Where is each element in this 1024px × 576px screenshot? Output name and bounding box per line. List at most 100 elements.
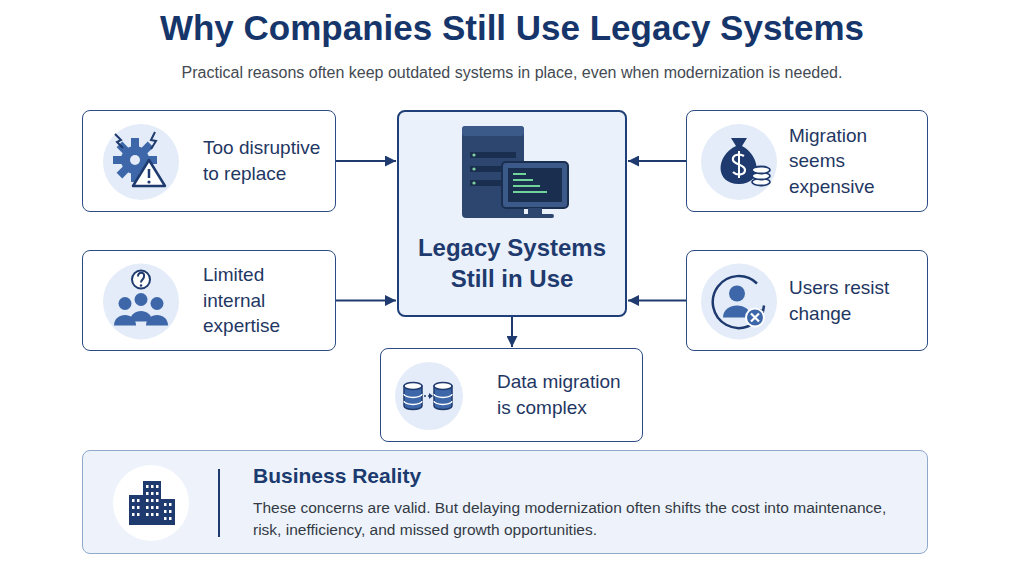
city-icon-part bbox=[129, 481, 175, 525]
text-holder: Business RealityThese concerns are valid… bbox=[253, 451, 903, 553]
people-icon-part bbox=[114, 271, 168, 326]
city-icon-part bbox=[151, 499, 154, 502]
server-icon-part bbox=[472, 153, 475, 156]
server-icon-part bbox=[513, 191, 547, 193]
server-icon-part bbox=[513, 185, 540, 187]
user-icon-part bbox=[751, 314, 759, 322]
city-icon-part bbox=[151, 506, 154, 509]
city-icon-part bbox=[146, 513, 149, 516]
city-icon-part bbox=[146, 506, 149, 509]
user-icon-part bbox=[713, 276, 763, 328]
text-holder: Legacy Systems Still in Use bbox=[409, 232, 615, 307]
city-icon-part bbox=[129, 495, 143, 525]
text-holder: Migration seems expensive bbox=[789, 111, 919, 211]
server-icon-part bbox=[528, 208, 542, 214]
gear-icon bbox=[83, 111, 335, 211]
box-label: Too disruptive to replace bbox=[203, 135, 325, 186]
server-icon-part bbox=[470, 152, 516, 158]
box-body: These concerns are valid. But delaying m… bbox=[253, 497, 903, 542]
money-icon-part bbox=[738, 151, 740, 178]
summary-band: Business RealityThese concerns are valid… bbox=[82, 450, 928, 554]
central-box: Legacy Systems Still in Use bbox=[397, 110, 627, 317]
city-icon-part bbox=[113, 465, 189, 541]
box-label: Data migration is complex bbox=[497, 369, 632, 420]
text-holder: Data migration is complex bbox=[497, 349, 632, 441]
city-icon-part bbox=[169, 503, 172, 506]
diagram-caption: Practical reasons often keep outdated sy… bbox=[0, 64, 1024, 82]
city-icon-part bbox=[169, 517, 172, 520]
db-icon-part bbox=[395, 362, 463, 430]
box-label: Business Reality bbox=[253, 462, 903, 490]
city-icon-part bbox=[132, 506, 135, 509]
people-icon-part bbox=[151, 297, 164, 310]
people-icon-part bbox=[132, 271, 150, 289]
city-icon-part bbox=[156, 492, 159, 495]
city-icon-part bbox=[156, 513, 159, 516]
user-icon bbox=[687, 251, 927, 350]
city-icon-part bbox=[146, 492, 149, 495]
server-icon-part bbox=[513, 179, 533, 181]
arrow-connector bbox=[336, 160, 396, 162]
server-icon-part bbox=[472, 181, 475, 184]
reason-box: Users resist change bbox=[686, 250, 928, 351]
gear-icon-part bbox=[147, 180, 150, 183]
people-icon-part bbox=[140, 284, 142, 286]
city-icon-part bbox=[156, 499, 159, 502]
city-icon-part bbox=[132, 513, 135, 516]
city-icon-part bbox=[151, 485, 154, 488]
server-icon-part bbox=[508, 168, 562, 202]
city-icon-part bbox=[132, 499, 135, 502]
user-icon-part bbox=[713, 276, 764, 328]
money-icon-part bbox=[752, 167, 770, 174]
server-icon-part bbox=[472, 167, 475, 170]
city-icon-part bbox=[137, 499, 140, 502]
city-icon-part bbox=[164, 517, 167, 520]
city-icon-part bbox=[137, 506, 140, 509]
city-icon-part bbox=[151, 513, 154, 516]
box-label: Limited internal expertise bbox=[203, 262, 325, 339]
arrow-connector bbox=[511, 317, 513, 347]
db-icon-part bbox=[434, 383, 452, 390]
user-icon-part bbox=[701, 264, 777, 340]
diagram-title: Why Companies Still Use Legacy Systems bbox=[0, 8, 1024, 48]
reason-box: Data migration is complex bbox=[380, 348, 643, 442]
money-icon-part bbox=[701, 124, 777, 200]
city-icon-part bbox=[143, 481, 161, 525]
people-icon-part bbox=[138, 273, 144, 283]
people-icon-part bbox=[130, 311, 152, 322]
server-icon-part bbox=[516, 214, 554, 218]
gear-icon-part bbox=[151, 132, 156, 149]
city-icon-part bbox=[151, 492, 154, 495]
arrow-connector bbox=[336, 300, 396, 302]
city-icon-part bbox=[156, 506, 159, 509]
reason-box: Too disruptive to replace bbox=[82, 110, 336, 212]
db-icon-part bbox=[434, 394, 452, 405]
city-icon-part bbox=[161, 499, 175, 525]
city-icon-part bbox=[164, 510, 167, 513]
city-icon-part bbox=[146, 499, 149, 502]
text-holder: Users resist change bbox=[789, 251, 919, 350]
people-icon-part bbox=[103, 264, 179, 340]
user-icon-part bbox=[746, 309, 764, 327]
db-icon-part bbox=[404, 383, 452, 410]
box-label: Legacy Systems Still in Use bbox=[409, 232, 615, 294]
city-icon-part bbox=[164, 503, 167, 506]
gear-icon-part bbox=[103, 124, 179, 200]
money-icon-part bbox=[721, 138, 770, 186]
server-icon-part bbox=[462, 126, 568, 218]
gear-icon-part bbox=[130, 155, 140, 165]
people-icon-part bbox=[119, 297, 132, 310]
city-icon-part bbox=[218, 469, 220, 537]
text-holder: Limited internal expertise bbox=[203, 251, 325, 350]
box-label: Migration seems expensive bbox=[789, 123, 919, 200]
reason-box: Limited internal expertise bbox=[82, 250, 336, 351]
gear-icon-part bbox=[113, 132, 165, 186]
money-icon-part bbox=[721, 138, 757, 184]
box-label: Users resist change bbox=[789, 275, 919, 326]
city-icon-part bbox=[137, 513, 140, 516]
city-icon-part bbox=[146, 485, 149, 488]
gear-icon-part bbox=[148, 169, 151, 178]
server-icon-part bbox=[462, 126, 524, 136]
db-icon-part bbox=[429, 393, 433, 399]
